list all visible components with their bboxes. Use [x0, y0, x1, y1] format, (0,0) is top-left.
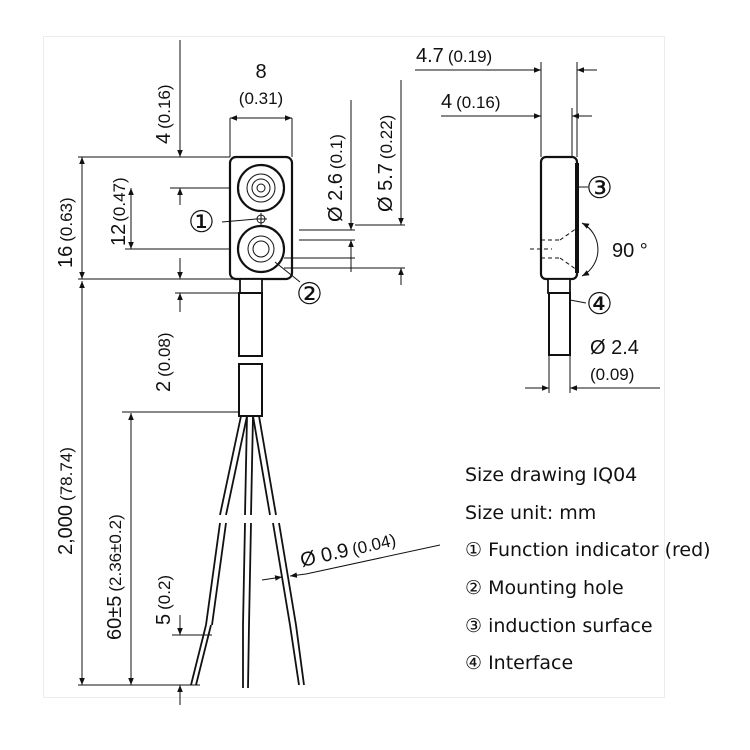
- dim-cable-dia-in: (0.09): [590, 365, 634, 384]
- sensor-body-side: [539, 155, 579, 281]
- legend-title: Size drawing IQ04: [465, 464, 637, 486]
- dim-angle: 90 °: [612, 240, 648, 262]
- svg-text:④: ④: [586, 287, 613, 322]
- dim-width-mm: 8: [255, 61, 266, 83]
- top-hole: [236, 163, 286, 213]
- cable-lower: [238, 363, 263, 417]
- dim-strip: 5(0.2): [153, 575, 175, 625]
- dim-depth2: 4(0.16): [441, 91, 501, 113]
- dim-hole-small: Ø 2.6(0.1): [325, 134, 347, 222]
- cable-neck: [239, 278, 263, 294]
- mounting-hole: [236, 224, 286, 274]
- dim-cable-dia: Ø 2.4: [590, 337, 639, 359]
- wires: [190, 415, 305, 689]
- dim-body-height: 16(0.63): [55, 197, 77, 268]
- dim-top-offset: 4(0.16): [153, 84, 175, 144]
- svg-text:②: ②: [296, 277, 323, 312]
- cable-upper: [238, 292, 263, 357]
- legend-item-1: ① Function indicator (red): [465, 539, 711, 561]
- front-view: 8 (0.31) 4(0.16) 12(0.47) 16(0.63): [55, 40, 441, 705]
- side-neck: [547, 278, 571, 294]
- side-view: 4.7(0.19) 4(0.16) 90 ° ③ ④: [415, 45, 660, 393]
- dim-depth: 4.7(0.19): [416, 45, 492, 67]
- legend-item-3: ③ induction surface: [465, 615, 653, 637]
- callout-3: ③: [577, 171, 613, 206]
- dim-neck: 2(0.08): [153, 332, 175, 392]
- dim-lead-length: 60±5(2.36±0.2): [104, 514, 126, 640]
- legend-unit: Size unit: mm: [465, 502, 596, 524]
- dim-hole-large: Ø 5.7(0.22): [375, 115, 397, 212]
- svg-text:③: ③: [586, 171, 613, 206]
- legend-item-2: ② Mounting hole: [465, 577, 624, 599]
- dim-width-in: (0.31): [239, 89, 283, 108]
- side-cable: [548, 292, 571, 356]
- callout-4: ④: [569, 287, 613, 322]
- callout-2: ②: [274, 261, 323, 312]
- dim-cable-length: 2,000(78.74): [55, 447, 77, 555]
- dim-hole-pitch: 12(0.47): [108, 177, 130, 246]
- legend: Size drawing IQ04 Size unit: mm ① Functi…: [465, 464, 711, 674]
- svg-text:①: ①: [188, 205, 215, 240]
- hidden-hole: [530, 227, 578, 271]
- drawing-panel: [44, 37, 664, 697]
- angle-arc: [581, 222, 599, 277]
- legend-item-4: ④ Interface: [465, 652, 573, 674]
- callout-1: ①: [188, 205, 257, 240]
